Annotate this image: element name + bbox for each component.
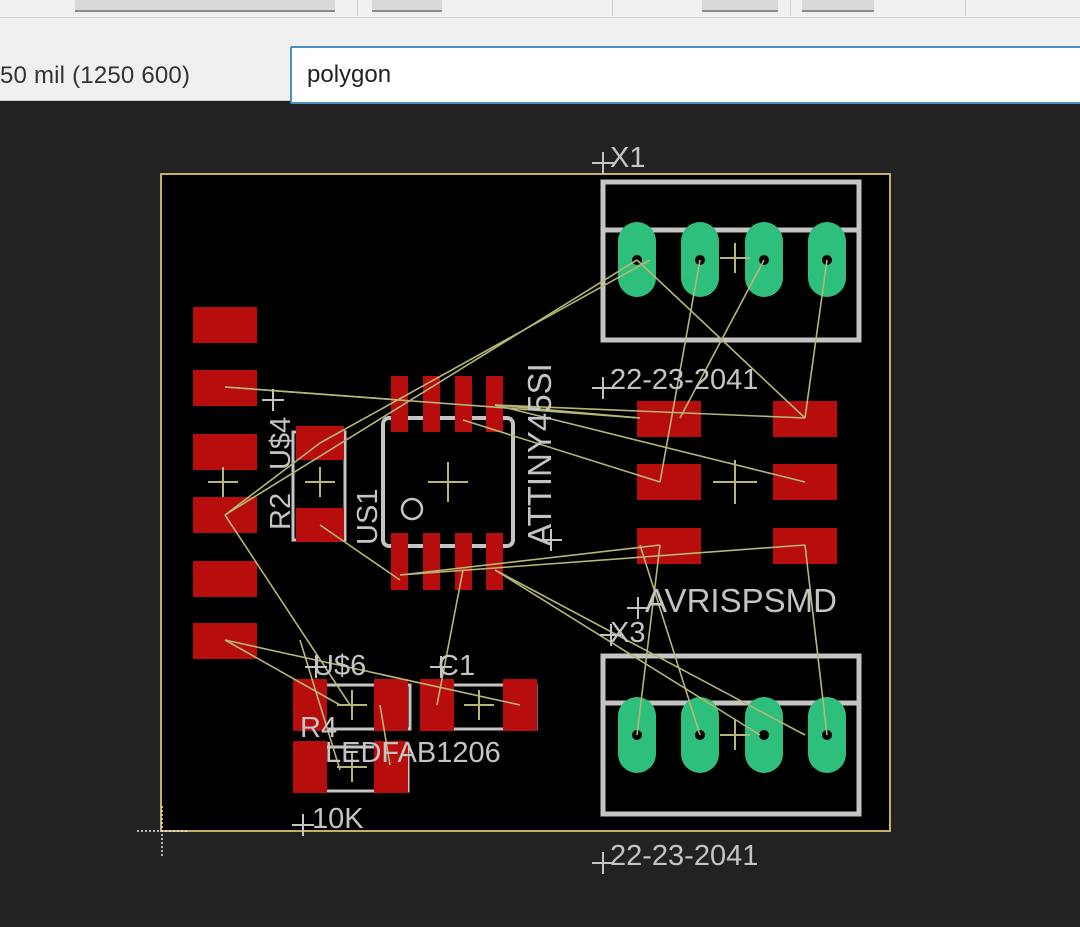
origin-cross <box>720 243 750 273</box>
smd-pad[interactable] <box>486 533 503 590</box>
smd-pad[interactable] <box>193 623 257 659</box>
ic-attiny45[interactable] <box>381 376 515 590</box>
resistor-r4[interactable] <box>293 741 410 793</box>
label-r4-value: 10K <box>312 803 364 835</box>
smd-pad[interactable] <box>193 307 257 343</box>
toolbar-separator <box>965 0 966 16</box>
command-input[interactable] <box>290 46 1080 104</box>
connector-x3-drills <box>632 730 832 740</box>
toolbar-field-1[interactable] <box>75 0 335 12</box>
toolbar-button-1[interactable] <box>372 0 442 12</box>
ic-pins-top <box>391 376 503 432</box>
cursor-crosshair-icon <box>137 806 187 856</box>
toolbar <box>0 0 1080 18</box>
toolbar-separator <box>790 0 791 16</box>
toolbar-button-2[interactable] <box>702 0 778 12</box>
label-ic-value: ATTINY45SI <box>521 363 558 546</box>
smd-pad[interactable] <box>423 533 440 590</box>
label-anchor-crosses <box>262 152 649 874</box>
connector-x1-body <box>600 179 862 343</box>
toolbar-separator <box>612 0 613 16</box>
label-x1: X1 <box>610 142 645 174</box>
label-avrisp: AVRISPSMD <box>645 582 837 619</box>
origin-cross <box>720 720 750 750</box>
label-r4: R4 <box>300 712 337 744</box>
coordinate-readout: 50 mil (1250 600) <box>0 62 191 89</box>
toolbar-separator <box>357 0 358 16</box>
smd-pad[interactable] <box>374 741 408 793</box>
component-labels: X1 22-23-2041 X3 22-23-2041 AVRISPSMD U$… <box>265 142 837 872</box>
label-ic-name: US1 <box>352 489 384 545</box>
board-canvas[interactable]: X1 22-23-2041 X3 22-23-2041 AVRISPSMD U$… <box>0 101 1080 927</box>
origin-crosses <box>208 460 757 782</box>
smd-pad[interactable] <box>455 376 472 432</box>
smd-pad[interactable] <box>486 376 503 432</box>
smd-pad[interactable] <box>293 741 327 793</box>
label-c1: C1 <box>438 650 475 682</box>
ic-pin1-marker <box>400 497 424 521</box>
header-pads-left[interactable] <box>193 307 257 659</box>
smd-pad[interactable] <box>391 533 408 590</box>
label-u6: U$6 <box>313 650 366 682</box>
airwires <box>224 259 828 771</box>
smd-pad[interactable] <box>374 679 408 731</box>
smd-pad[interactable] <box>193 434 257 470</box>
ic-body <box>381 416 515 548</box>
label-x3-value: 22-23-2041 <box>610 840 758 872</box>
smd-pad[interactable] <box>193 561 257 597</box>
smd-pad[interactable] <box>391 376 408 432</box>
toolbar-button-3[interactable] <box>802 0 874 12</box>
smd-pad[interactable] <box>773 401 837 437</box>
smd-pad[interactable] <box>455 533 472 590</box>
label-led-value: LEDFAB1206 <box>325 737 501 769</box>
label-u4: U$4 <box>265 417 297 470</box>
label-x1-value: 22-23-2041 <box>610 364 758 396</box>
smd-pad[interactable] <box>637 464 701 500</box>
label-x3: X3 <box>610 617 645 649</box>
label-r2: R2 <box>265 493 297 530</box>
ic-pins-bottom <box>391 533 503 590</box>
command-bar: 50 mil (1250 600) <box>0 18 1080 104</box>
connector-x3-body <box>600 653 862 817</box>
